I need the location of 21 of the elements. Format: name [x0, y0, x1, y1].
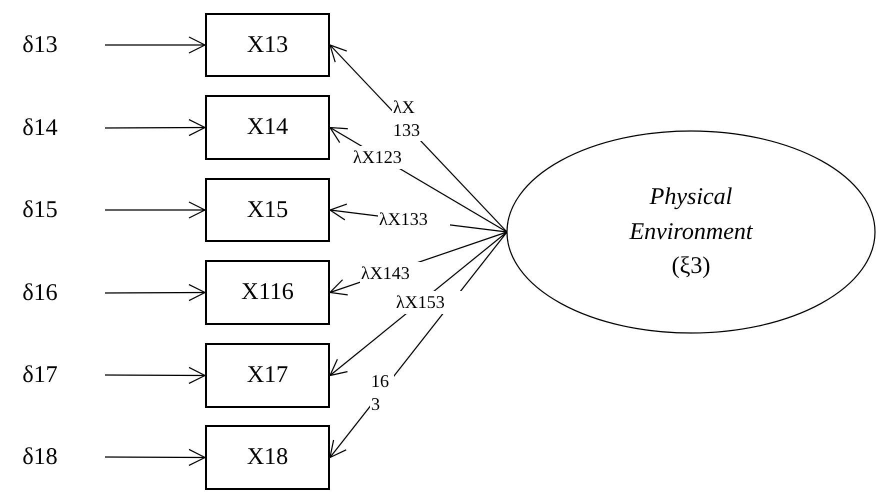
arrow — [105, 448, 206, 466]
error-term-label: δ18 — [10, 437, 70, 477]
latent-variable-symbol: (ξ3) — [670, 252, 712, 282]
error-term-label: δ14 — [10, 108, 70, 148]
observed-variable-box: X14 — [205, 95, 330, 160]
arrow — [105, 284, 206, 302]
observed-variable-box: X13 — [205, 13, 330, 77]
arrow — [105, 201, 206, 219]
latent-variable-name: Physical Environment — [628, 182, 754, 247]
error-term-label: δ16 — [10, 273, 70, 313]
observed-variable-box: X116 — [205, 260, 330, 325]
observed-variable-box: X17 — [205, 343, 330, 408]
observed-variable-box: X18 — [205, 425, 330, 490]
arrow — [105, 118, 206, 136]
latent-variable-ellipse — [506, 130, 876, 334]
error-term-label: δ15 — [10, 190, 70, 230]
error-term-label: δ17 — [10, 355, 70, 395]
error-term-label: δ13 — [10, 25, 70, 65]
observed-variable-box: X15 — [205, 178, 330, 242]
arrow — [105, 366, 206, 384]
arrow — [105, 36, 206, 54]
